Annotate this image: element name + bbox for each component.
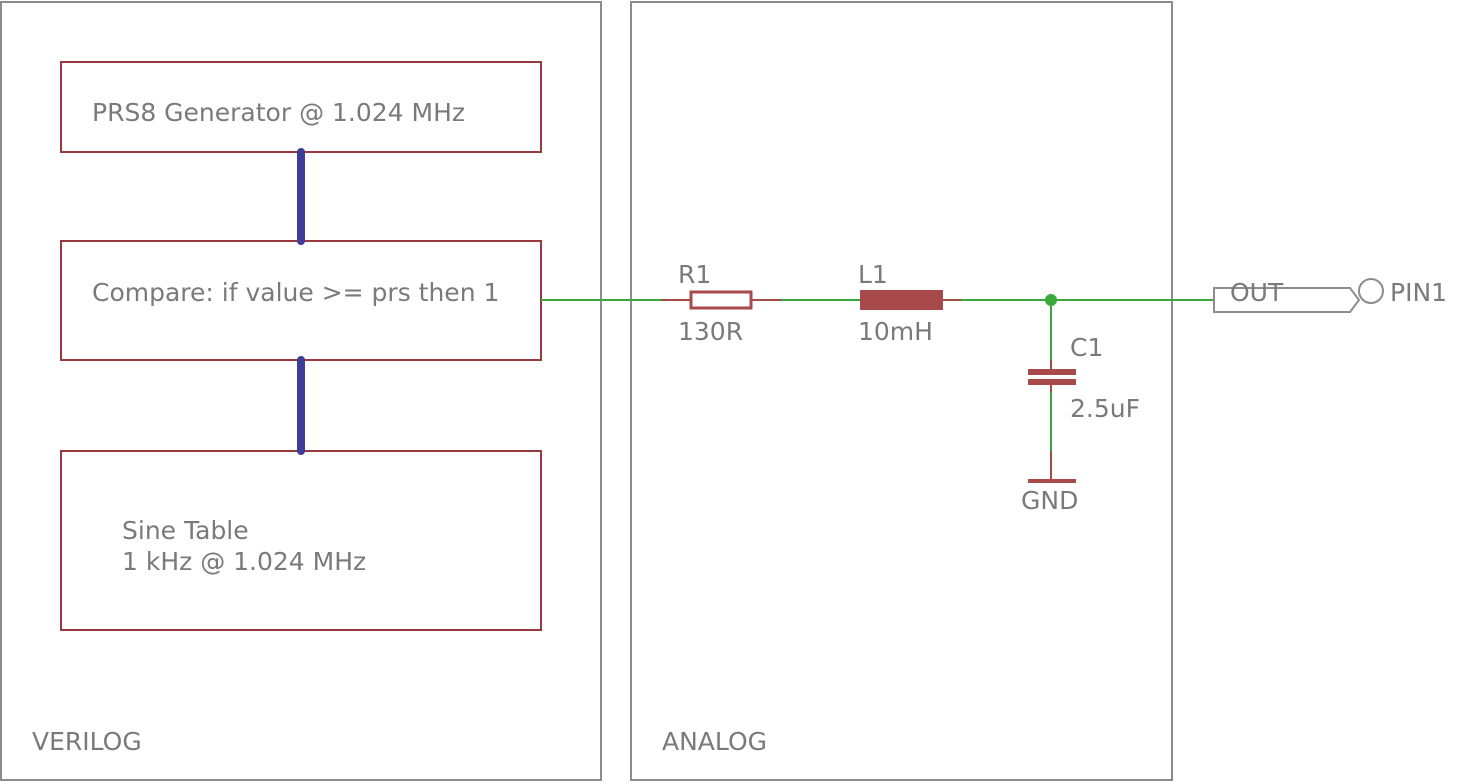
c1-plate-bottom <box>1028 379 1076 385</box>
junction-dot <box>1045 294 1057 306</box>
pin1-label: PIN1 <box>1390 278 1447 307</box>
capacitor-c1[interactable] <box>1028 360 1076 392</box>
out-port-shape <box>1213 287 1361 313</box>
sine-table-label-line1: Sine Table <box>122 516 249 545</box>
analog-panel-frame <box>630 1 1173 781</box>
c1-value-label: 2.5uF <box>1070 394 1140 423</box>
r1-body <box>689 290 753 310</box>
analog-panel-label: ANALOG <box>662 727 767 756</box>
c1-name-label: C1 <box>1070 333 1103 362</box>
prs-generator-label: PRS8 Generator @ 1.024 MHz <box>92 98 465 127</box>
l1-body <box>860 290 943 310</box>
verilog-panel-label: VERILOG <box>32 727 142 756</box>
resistor-r1[interactable] <box>661 290 781 310</box>
pin1-circle <box>1358 278 1384 304</box>
inductor-l1[interactable] <box>860 290 961 310</box>
gnd-label: GND <box>1021 486 1078 515</box>
c1-plate-top <box>1028 369 1076 375</box>
ground-symbol[interactable] <box>1028 451 1076 483</box>
r1-name-label: R1 <box>678 260 711 289</box>
l1-value-label: 10mH <box>858 317 933 346</box>
compare-label: Compare: if value >= prs then 1 <box>92 278 499 307</box>
r1-value-label: 130R <box>678 317 743 346</box>
verilog-panel-frame <box>0 1 602 781</box>
l1-name-label: L1 <box>858 260 888 289</box>
sine-table-label-line2: 1 kHz @ 1.024 MHz <box>122 547 366 576</box>
out-port[interactable] <box>1213 278 1384 313</box>
out-port-label: OUT <box>1230 278 1284 307</box>
